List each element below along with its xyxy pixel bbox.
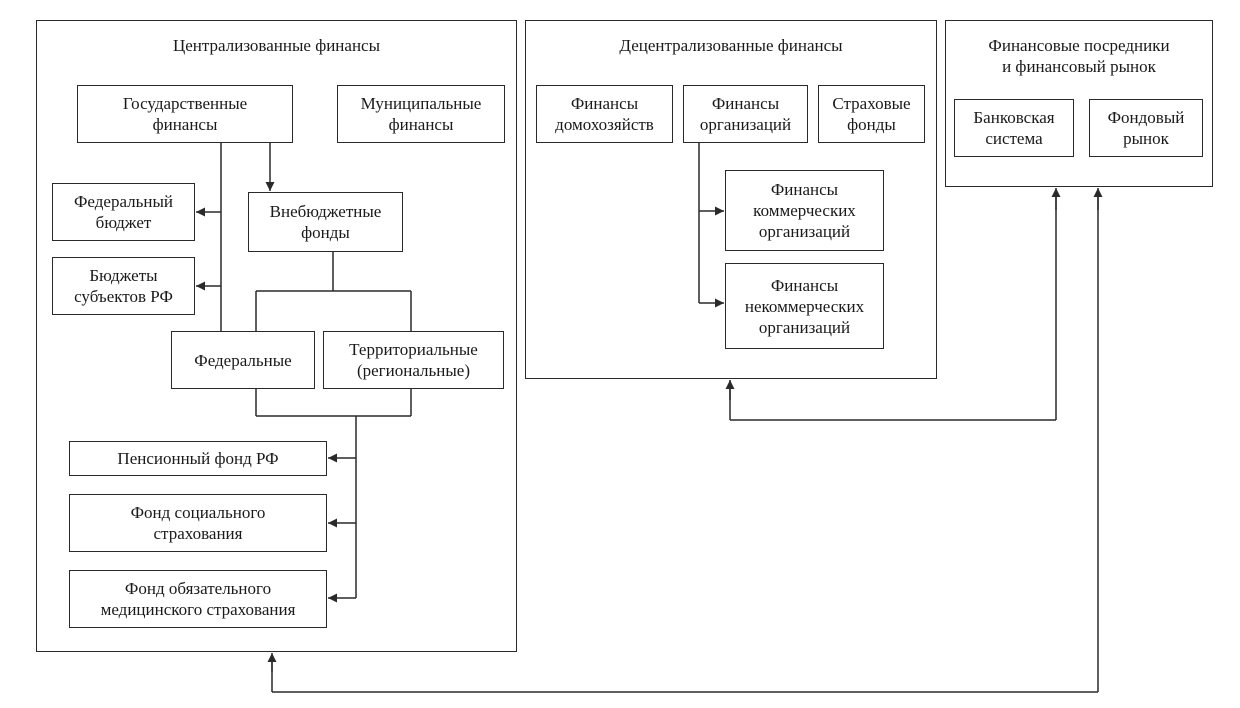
- organization-finance-box: Финансы организаций: [683, 85, 808, 143]
- social-insurance-fund-box: Фонд социального страхования: [69, 494, 327, 552]
- insurance-funds-box: Страховые фонды: [818, 85, 925, 143]
- stock-market-box: Фондовый рынок: [1089, 99, 1203, 157]
- federal-budget-box: Федеральный бюджет: [52, 183, 195, 241]
- household-finance-box: Финансы домохозяйств: [536, 85, 673, 143]
- intermediaries-centralized-link: [271, 190, 1099, 693]
- centralized-finance-title: Централизованные финансы: [172, 36, 381, 55]
- extrabudgetary-funds-box: Внебюджетные фонды: [248, 192, 403, 252]
- pension-fund-box: Пенсионный фонд РФ: [69, 441, 327, 476]
- federal-funds-box: Федеральные: [171, 331, 315, 389]
- commercial-org-finance-box: Финансы коммерческих организаций: [725, 170, 884, 251]
- noncommercial-org-finance-box: Финансы некоммерческих организаций: [725, 263, 884, 349]
- extrabudgetary-split-line: [255, 252, 412, 331]
- municipal-finance-box: Муниципальные финансы: [337, 85, 505, 143]
- banking-system-box: Банковская система: [954, 99, 1074, 157]
- intermediaries-title: Финансовые посредники и финансовый рынок: [988, 36, 1170, 76]
- intermediaries-decentralized-link: [729, 190, 1057, 421]
- intermediaries-section: Финансовые посредники и финансовый рынок: [945, 20, 1213, 187]
- state-finance-box: Государственные финансы: [77, 85, 293, 143]
- territorial-funds-box: Территориальные (региональные): [323, 331, 504, 389]
- decentralized-finance-title: Децентрализованные финансы: [619, 36, 843, 55]
- regional-budgets-box: Бюджеты субъектов РФ: [52, 257, 195, 315]
- medical-insurance-fund-box: Фонд обязательного медицинского страхова…: [69, 570, 327, 628]
- funds-merge-line: [255, 389, 412, 598]
